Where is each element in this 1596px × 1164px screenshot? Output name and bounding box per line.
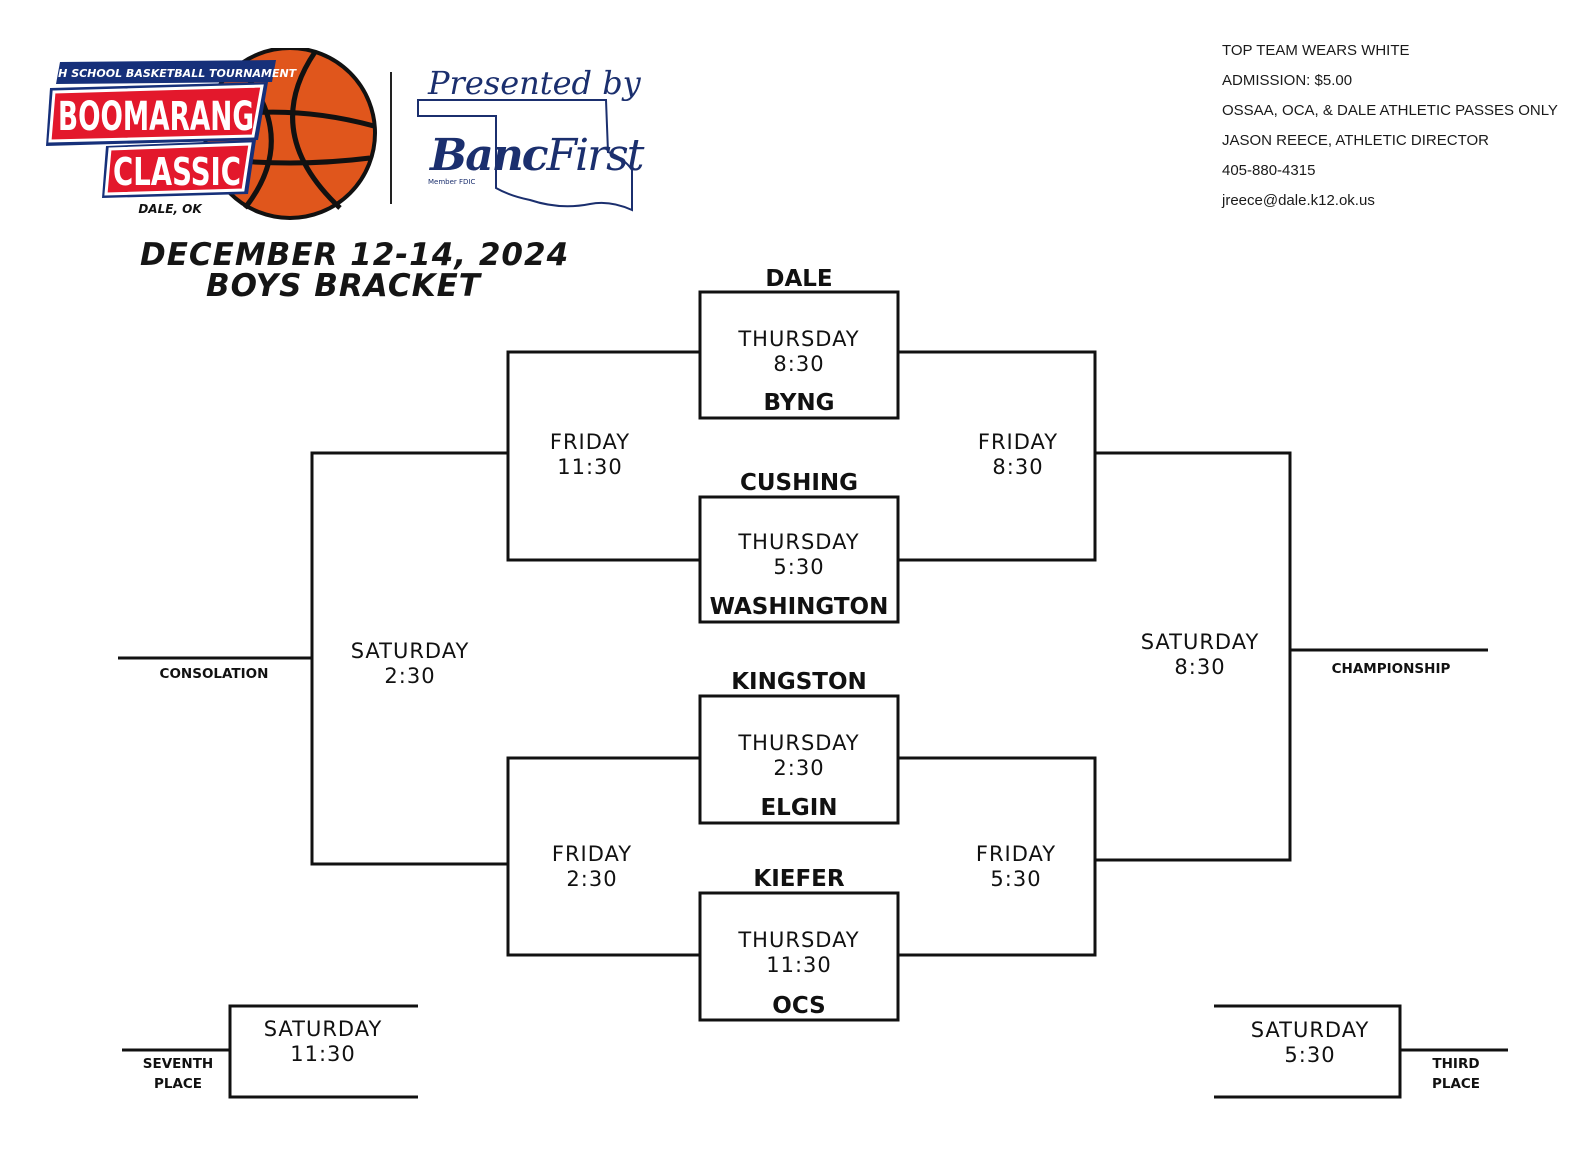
- cons-bottom-lines: [506, 756, 700, 957]
- info-line-admission: ADMISSION: $5.00: [1222, 72, 1353, 89]
- semi-top-day: FRIDAY: [977, 430, 1059, 454]
- third-label-line2: PLACE: [1431, 1076, 1481, 1092]
- logo-name-line1: BOOMARANG: [58, 94, 254, 140]
- logo-name-line2: CLASSIC: [113, 150, 241, 194]
- championship-label: CHAMPIONSHIP: [1331, 661, 1451, 677]
- championship-final-time: 8:30: [1174, 655, 1226, 679]
- consolation-final-day: SATURDAY: [350, 639, 470, 663]
- third-place-label: THIRD PLACE: [1406, 1054, 1506, 1094]
- cons-top-day: FRIDAY: [549, 430, 631, 454]
- info-line-jersey: TOP TEAM WEARS WHITE: [1222, 42, 1410, 59]
- semi-bottom-time: 5:30: [990, 867, 1042, 891]
- team-cushing: CUSHING: [739, 470, 859, 496]
- tournament-dates: DECEMBER 12-14, 2024: [140, 237, 570, 273]
- third-place-day: SATURDAY: [1250, 1018, 1370, 1042]
- qf2-time: 5:30: [773, 555, 825, 579]
- presented-by-text: Presented by: [427, 64, 642, 102]
- cons-bottom-day: FRIDAY: [551, 842, 633, 866]
- team-kiefer: KIEFER: [753, 866, 845, 892]
- team-ocs: OCS: [772, 993, 826, 1019]
- team-byng: BYNG: [763, 390, 835, 416]
- logo-banner-text: HIGH SCHOOL BASKETBALL TOURNAMENT: [40, 67, 298, 80]
- bancfirst-sponsor-logo: Presented by BancFirst Member FDIC: [417, 64, 647, 212]
- team-elgin: ELGIN: [760, 795, 838, 821]
- qf3-box: [698, 694, 900, 825]
- qf2-day: THURSDAY: [738, 530, 860, 554]
- seventh-place-time: 11:30: [290, 1042, 356, 1066]
- qf4-time: 11:30: [766, 953, 832, 977]
- consolation-label: CONSOLATION: [159, 666, 269, 682]
- qf3-time: 2:30: [773, 756, 825, 780]
- semi-bottom-day: FRIDAY: [975, 842, 1057, 866]
- qf1-day: THURSDAY: [738, 327, 860, 351]
- sponsor-name: BancFirst: [428, 130, 645, 181]
- seventh-place-label: SEVENTH PLACE: [128, 1054, 228, 1094]
- bracket-title: BOYS BRACKET: [206, 268, 481, 304]
- qf4-day: THURSDAY: [738, 928, 860, 952]
- seventh-label-line1: SEVENTH: [142, 1056, 214, 1072]
- cons-top-time: 11:30: [557, 455, 623, 479]
- team-dale: DALE: [765, 266, 833, 292]
- oklahoma-outline-icon: [417, 99, 633, 212]
- qf1-time: 8:30: [773, 352, 825, 376]
- third-label-line1: THIRD: [1432, 1056, 1480, 1072]
- team-kingston: KINGSTON: [731, 669, 867, 695]
- semi-top-time: 8:30: [992, 455, 1044, 479]
- info-line-director: JASON REECE, ATHLETIC DIRECTOR: [1222, 132, 1489, 149]
- member-fdic-text: Member FDIC: [428, 178, 475, 186]
- info-line-phone: 405-880-4315: [1222, 162, 1316, 179]
- third-place-time: 5:30: [1284, 1043, 1336, 1067]
- boomarang-classic-logo: HIGH SCHOOL BASKETBALL TOURNAMENT BOOMAR…: [40, 48, 377, 220]
- championship-final-day: SATURDAY: [1140, 630, 1260, 654]
- cons-top-lines: [506, 350, 700, 562]
- seventh-label-line2: PLACE: [153, 1076, 203, 1092]
- qf3-day: THURSDAY: [738, 731, 860, 755]
- semi-bottom-lines: [898, 756, 1097, 957]
- cons-bottom-time: 2:30: [566, 867, 618, 891]
- seventh-place-day: SATURDAY: [263, 1017, 383, 1041]
- championship-final-lines: [1095, 451, 1292, 862]
- qf1-box: [698, 290, 900, 420]
- team-washington: WASHINGTON: [709, 594, 889, 620]
- semi-top-lines: [898, 350, 1097, 562]
- qf2-box: [698, 495, 900, 624]
- consolation-final-time: 2:30: [384, 664, 436, 688]
- info-line-email[interactable]: jreece@dale.k12.ok.us: [1222, 192, 1375, 209]
- info-line-passes: OSSAA, OCA, & DALE ATHLETIC PASSES ONLY: [1222, 102, 1558, 119]
- qf4-box: [698, 891, 900, 1022]
- logo-location: DALE, OK: [138, 202, 203, 216]
- logo-divider: [390, 72, 392, 204]
